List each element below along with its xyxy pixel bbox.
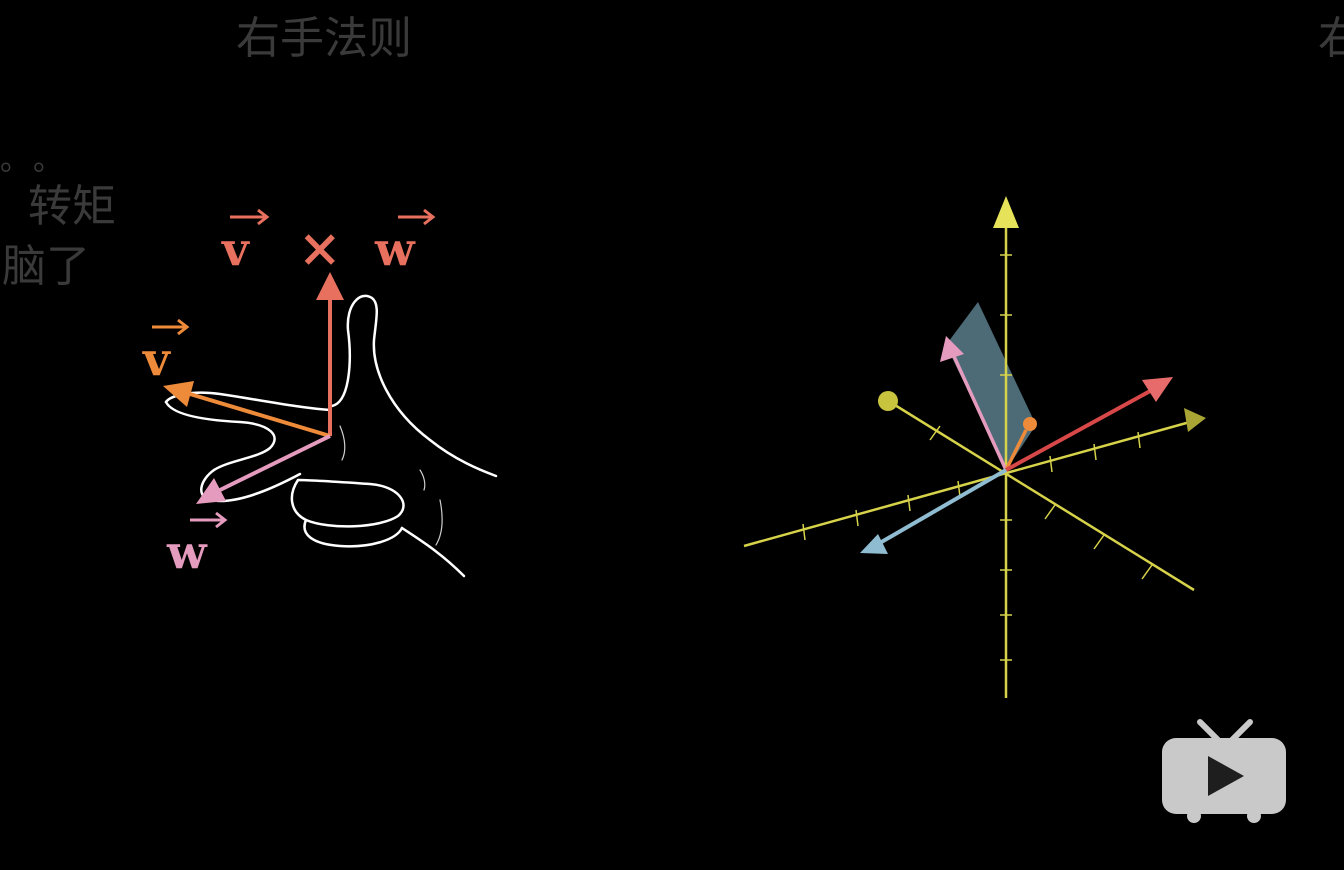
title-cut-off: 右 [1318,13,1344,64]
axis-diagonal-b [889,400,1195,592]
axis-vertical-arrowhead-icon [993,196,1019,228]
vector-v-shaft [189,392,331,438]
label-v: v [142,318,190,386]
formula-w-arrow-icon [398,208,436,226]
label-v-letter: v [142,332,171,386]
vector-w-3d-arrowhead-icon [940,336,964,362]
hand-vectors [163,272,344,504]
label-w: w [166,511,228,579]
label-v-arrow-icon [152,318,190,336]
title-right-hand-rule: 右手法则 [236,13,412,64]
vector-w-shaft [219,434,331,492]
formula-v: v [221,208,270,276]
hand-outline [164,294,498,578]
formula-v-cross-w: v × w [221,208,436,279]
vector-v-arrowhead-icon [163,381,194,407]
formula-times: × [298,218,342,279]
parallelogram-area [946,302,1036,470]
subtitle-dots: 。。 [0,143,81,178]
subtitle-line-1: 转矩 [28,181,116,232]
cross-product-arrowhead-icon [316,272,344,300]
vector-w-arrowhead-icon [196,478,226,504]
axis-ticks [802,254,1153,661]
vector-cross-3d-arrowhead-icon [1142,377,1173,402]
formula-v-letter: v [221,222,250,276]
axes-3d [743,196,1206,698]
subtitle-line-2: 脑了 [2,241,90,292]
axis-diagonal-a [743,420,1191,548]
vector-blue-3d-arrowhead-icon [860,534,888,554]
label-w-arrow-icon [190,511,228,529]
axis-diagonal-a-arrowhead-icon [1184,408,1206,432]
vector-blue-3d-shaft [876,468,1008,546]
vector-v-3d-tip-icon [1023,417,1037,431]
vector-v-3d-shaft [1004,429,1028,471]
vector-cross-3d-shaft [1005,388,1153,472]
axis-diagonal-b-tip-icon [878,391,898,411]
formula-w: w [374,208,436,276]
tv-play-icon[interactable] [1160,718,1288,824]
label-w-letter: w [166,525,208,579]
vector-w-3d-shaft [950,351,1008,471]
formula-v-arrow-icon [230,208,270,226]
formula-w-letter: w [374,222,416,276]
